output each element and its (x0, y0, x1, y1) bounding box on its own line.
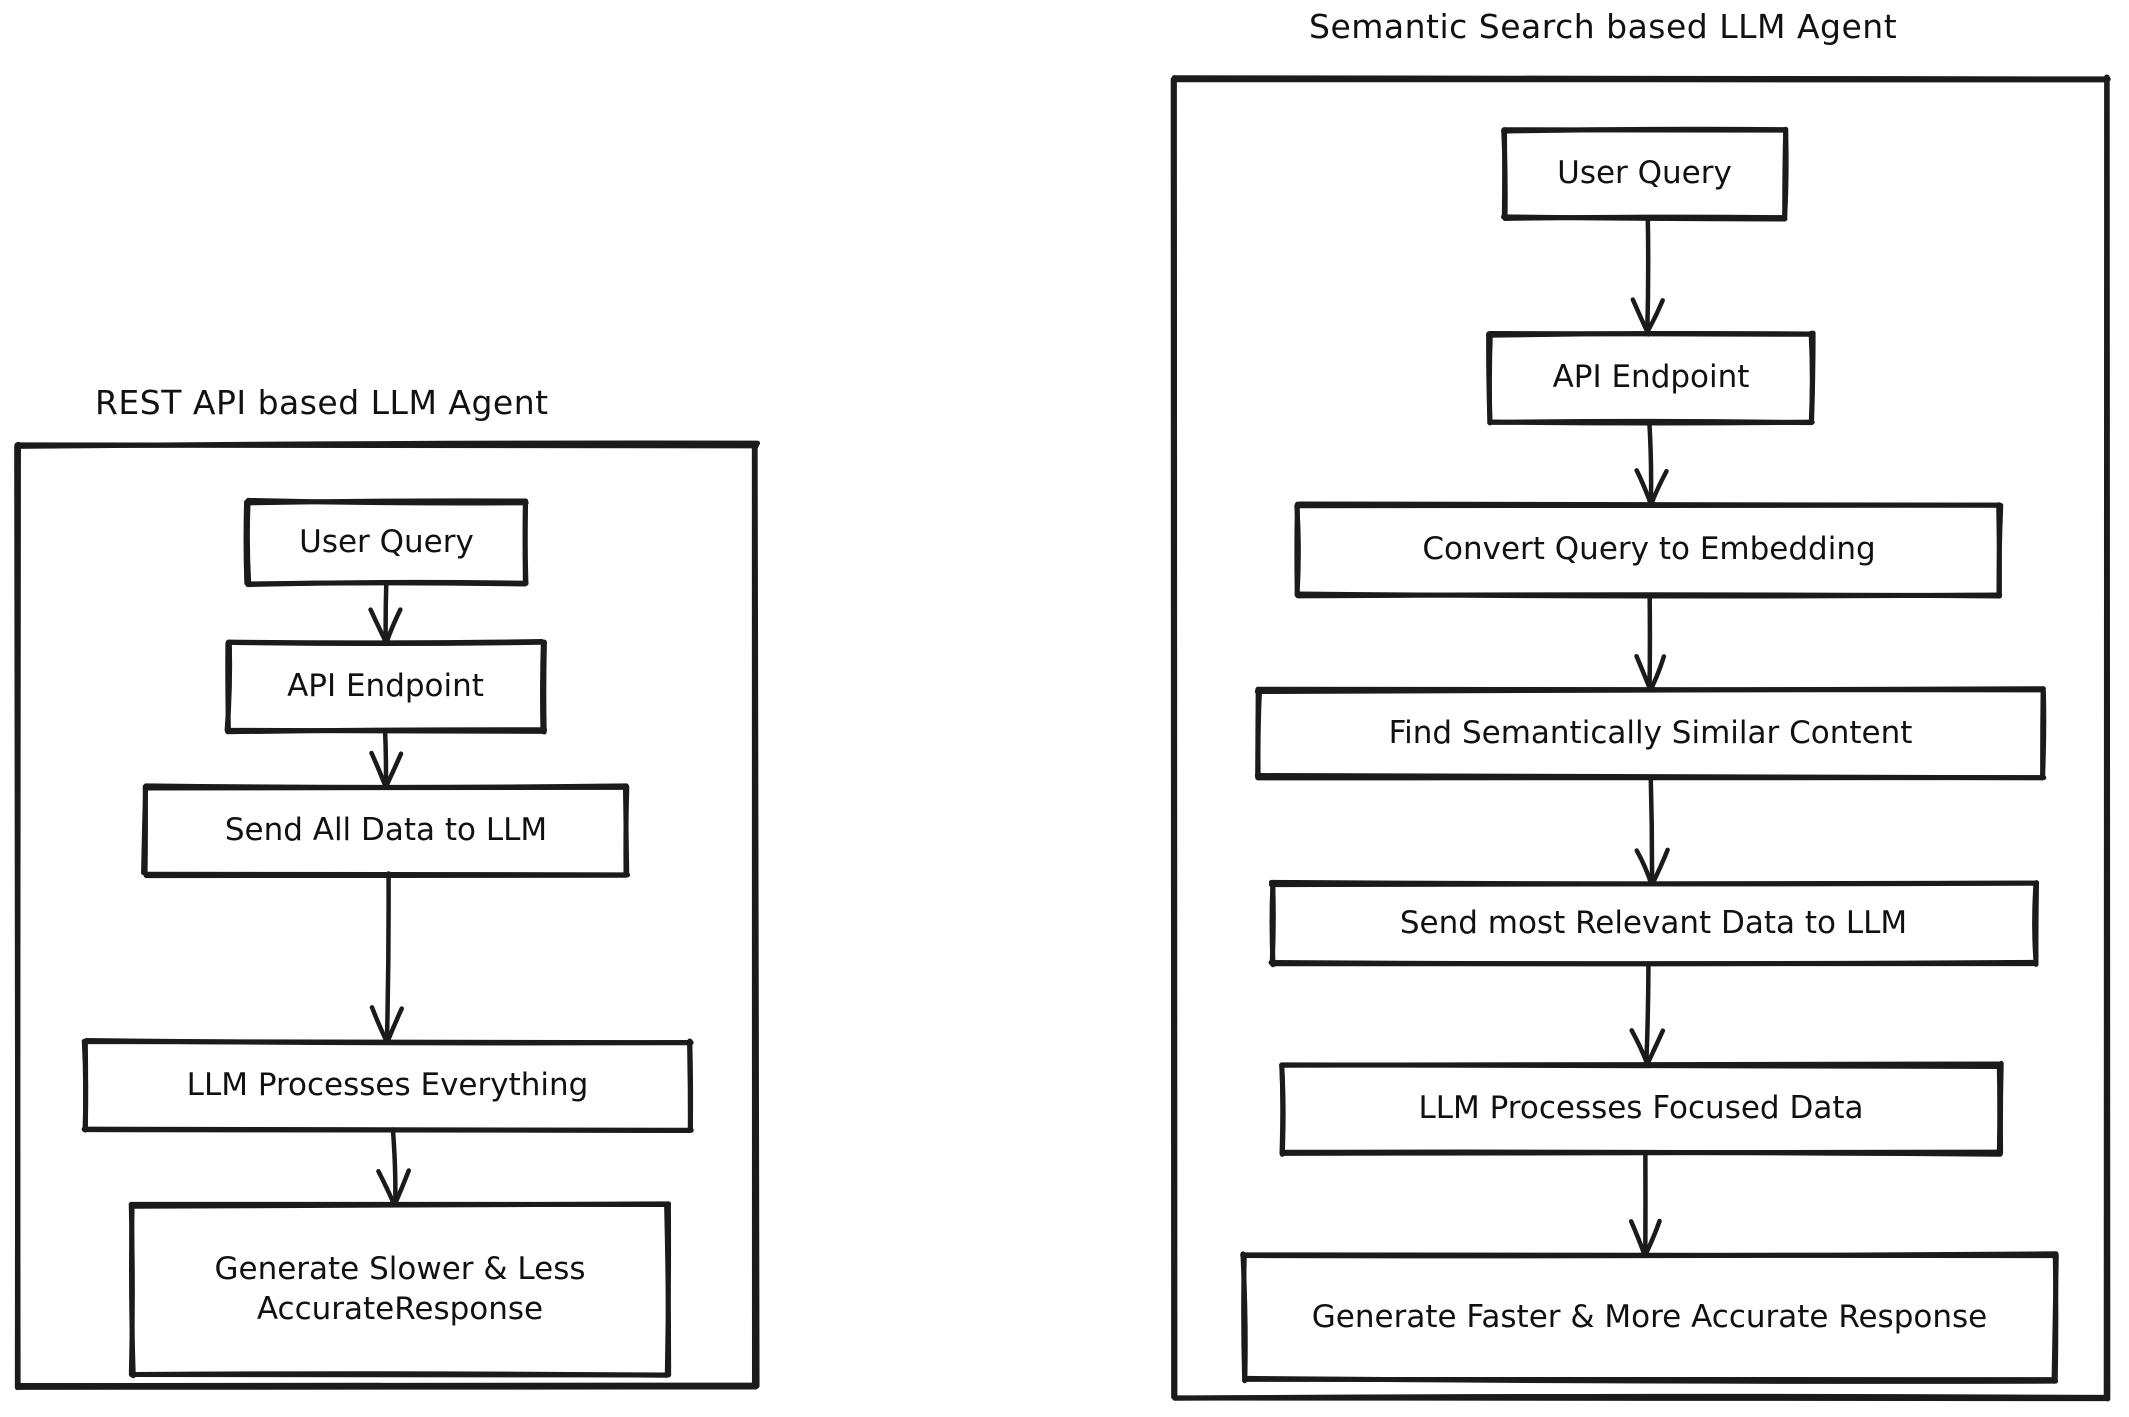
node-box-left-generate (128, 1201, 672, 1379)
edge-arrow-left-api-endpoint-to-left-send-all (369, 728, 404, 790)
edge-arrow-right-send-relevant-to-right-llm-focused (1629, 962, 1666, 1068)
edge-arrow-right-convert-to-right-find (1634, 592, 1667, 693)
node-box-left-api-endpoint (224, 639, 548, 735)
node-box-right-api-endpoint (1486, 330, 1816, 426)
edge-arrow-right-find-to-right-send-relevant (1634, 774, 1670, 887)
node-box-left-send-all (141, 783, 631, 879)
edge-arrow-right-llm-focused-to-right-generate (1628, 1149, 1662, 1258)
edge-arrow-left-llm-process-to-left-generate (376, 1127, 412, 1208)
node-box-right-convert (1294, 501, 2004, 599)
edge-arrow-left-user-query-to-left-api-endpoint (368, 580, 403, 646)
edge-arrow-right-user-query-to-right-api-endpoint (1630, 215, 1665, 337)
node-box-right-llm-focused (1279, 1060, 2004, 1157)
panel-frame-rest-api-panel (13, 440, 761, 1391)
edge-arrow-left-send-all-to-left-llm-process (369, 871, 404, 1045)
node-box-right-generate (1240, 1251, 2059, 1384)
panel-title-rest-api: REST API based LLM Agent (95, 383, 549, 422)
panel-frame-semantic-search-panel (1170, 74, 2111, 1402)
panel-title-semantic-search: Semantic Search based LLM Agent (1309, 7, 1898, 46)
node-box-right-find (1254, 686, 2047, 781)
node-box-right-send-relevant (1268, 879, 2040, 968)
node-box-left-llm-process (81, 1038, 694, 1133)
node-box-right-user-query (1501, 126, 1789, 222)
edge-arrow-right-api-endpoint-to-right-convert (1634, 420, 1669, 508)
node-box-left-user-query (243, 497, 529, 588)
